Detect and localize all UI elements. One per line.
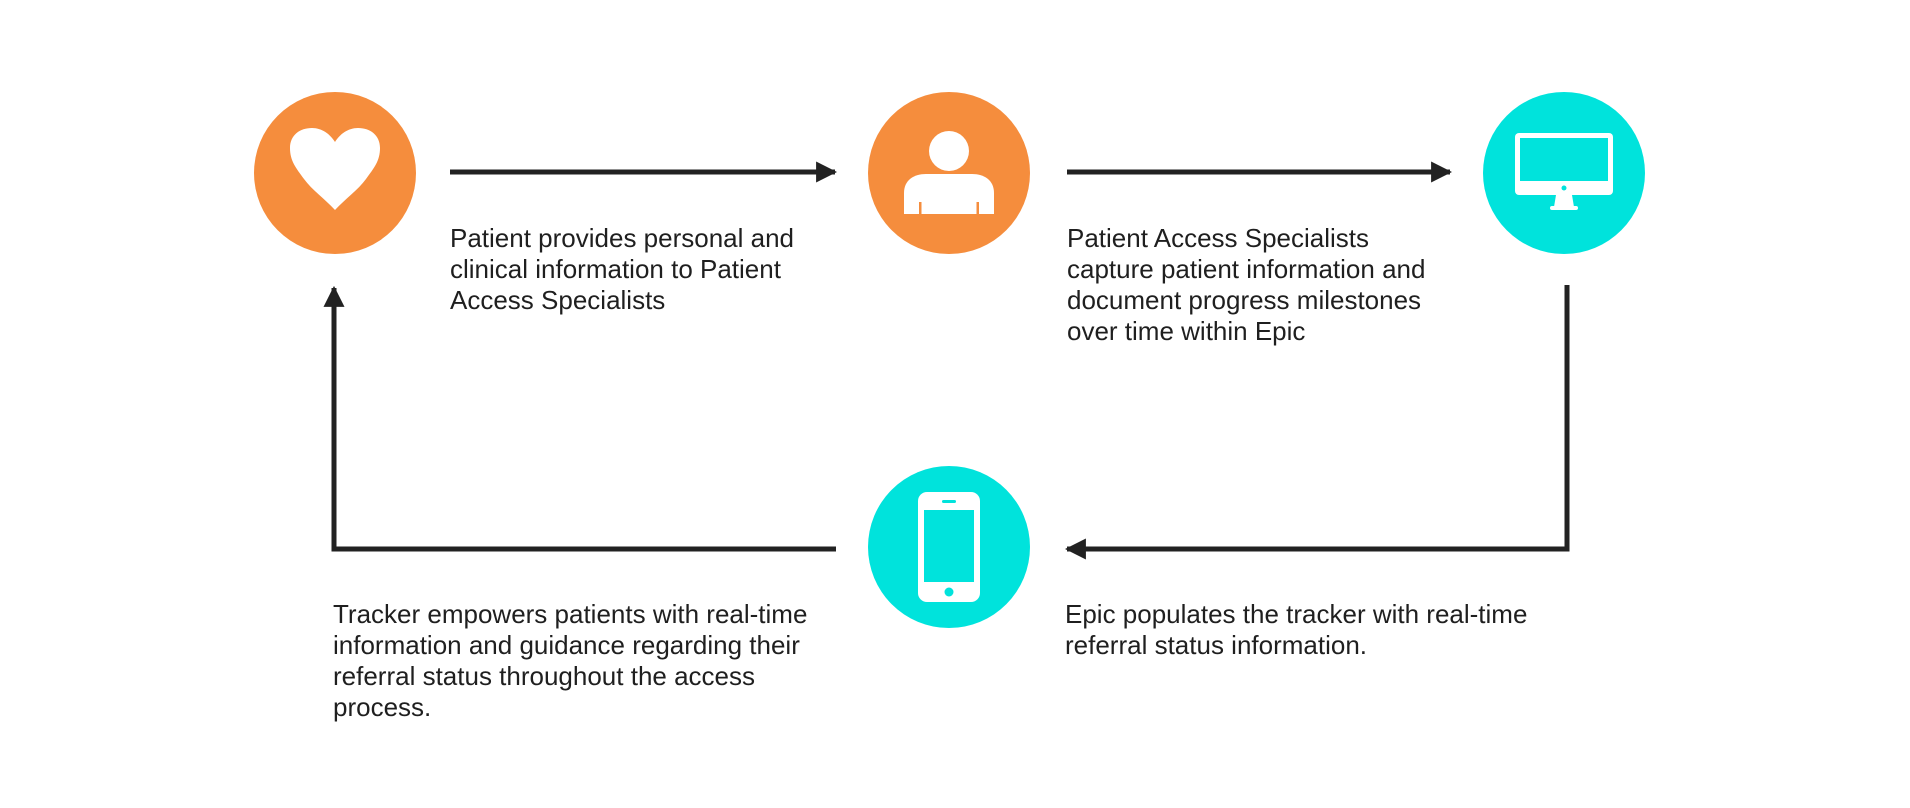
patient-node (254, 92, 416, 254)
epic-node (1483, 92, 1645, 254)
step-caption-patient-provides: Patient provides personal and clinical i… (450, 223, 795, 315)
tracker-node (868, 466, 1030, 628)
step-caption-tracker-empowers: Tracker empowers patients with real-time… (333, 599, 808, 722)
arrow-epic-to-tracker (1064, 285, 1570, 560)
specialist-node (868, 92, 1030, 254)
step-caption-specialists-capture: Patient Access Specialists capture patie… (1067, 223, 1426, 346)
smartphone-icon (918, 492, 980, 602)
monitor-icon (1515, 133, 1613, 210)
arrow-tracker-to-patient (323, 285, 836, 552)
step-caption-epic-populates: Epic populates the tracker with real-tim… (1065, 599, 1528, 660)
person-icon (904, 131, 994, 215)
heart-icon (290, 128, 380, 210)
